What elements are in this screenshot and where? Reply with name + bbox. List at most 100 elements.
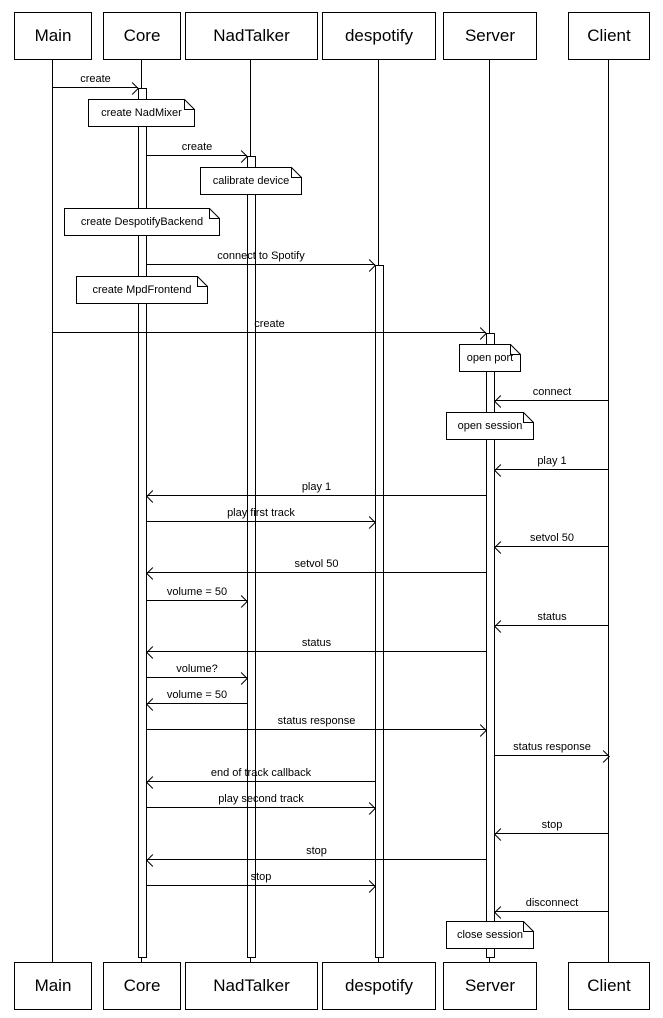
note-shape-icon <box>446 921 534 949</box>
msg-create-core-nadtalker: create <box>147 141 248 163</box>
note-text: close session <box>456 929 524 941</box>
note-create-nadmixer: create NadMixer <box>88 99 195 127</box>
msg-create-main-core: create <box>53 73 139 95</box>
note-shape-icon <box>200 167 302 195</box>
note-close-session: close session <box>446 921 534 949</box>
participant-label: Core <box>123 26 161 45</box>
msg-volume50-nadtalker-core: volume = 50 <box>146 689 247 711</box>
message-line <box>494 827 609 841</box>
note-shape-icon <box>446 412 534 440</box>
message-line <box>494 905 609 919</box>
message-label: volume? <box>176 663 218 675</box>
activation-server <box>486 333 495 958</box>
message-line <box>147 879 376 893</box>
note-shape-icon <box>88 99 195 127</box>
participant-box-nadtalker-bottom: NadTalker <box>185 962 318 1010</box>
participant-label: NadTalker <box>213 26 290 45</box>
note-text: calibrate device <box>212 175 290 187</box>
note-text: open port <box>466 352 514 364</box>
message-line <box>494 540 609 554</box>
message-label: end of track callback <box>210 767 312 779</box>
message-line <box>147 801 376 815</box>
msg-setvol50-server-core: setvol 50 <box>146 558 486 580</box>
participant-label: despotify <box>344 26 414 45</box>
msg-disconnect-client-server: disconnect <box>494 897 609 919</box>
message-label: status response <box>513 741 591 753</box>
message-line <box>146 566 486 580</box>
activation-despotify <box>375 265 384 958</box>
message-label: status response <box>277 715 356 727</box>
msg-stop-server-core: stop <box>146 845 486 867</box>
msg-connect-client-server: connect <box>494 386 609 408</box>
message-label: connect to Spotify <box>217 250 305 262</box>
msg-status-client-server: status <box>494 611 609 633</box>
note-create-mpdfrontend: create MpdFrontend <box>76 276 208 304</box>
message-line <box>146 853 486 867</box>
message-line <box>146 697 247 711</box>
note-text: create MpdFrontend <box>92 284 192 296</box>
msg-volume50-core-nadtalker: volume = 50 <box>147 586 248 608</box>
note-text: create NadMixer <box>101 107 182 119</box>
participant-box-client-top: Client <box>568 12 650 60</box>
msg-play-second-track: play second track <box>147 793 376 815</box>
msg-setvol50-client-server: setvol 50 <box>494 532 609 554</box>
participant-label: Client <box>587 26 631 45</box>
participant-label: Server <box>464 976 516 995</box>
message-line <box>53 81 139 95</box>
participant-label: NadTalker <box>213 976 290 995</box>
participant-label: Server <box>464 26 516 45</box>
msg-end-of-track-callback: end of track callback <box>146 767 375 789</box>
message-label: stop <box>306 845 327 857</box>
message-label: play 1 <box>301 481 332 493</box>
message-label: create <box>80 73 111 85</box>
participant-box-server-top: Server <box>443 12 537 60</box>
message-label: volume = 50 <box>166 689 228 701</box>
participant-box-nadtalker-top: NadTalker <box>185 12 318 60</box>
participant-box-core-top: Core <box>103 12 181 60</box>
note-open-port: open port <box>459 344 521 372</box>
message-label: connect <box>532 386 572 398</box>
message-line <box>147 594 248 608</box>
note-shape-icon <box>459 344 521 372</box>
message-line <box>147 149 248 163</box>
participant-box-main-top: Main <box>14 12 92 60</box>
message-line <box>495 749 610 763</box>
participant-box-despotify-top: despotify <box>322 12 436 60</box>
message-label: volume = 50 <box>166 586 228 598</box>
msg-create-main-server: create <box>53 318 487 340</box>
message-label: create <box>254 318 285 330</box>
message-line <box>53 326 487 340</box>
activation-core <box>138 88 147 958</box>
note-shape-icon <box>64 208 220 236</box>
msg-status-response-core-server: status response <box>147 715 487 737</box>
message-label: status <box>301 637 332 649</box>
message-label: setvol 50 <box>294 558 339 570</box>
message-line <box>147 671 248 685</box>
message-line <box>494 394 609 408</box>
participant-box-despotify-bottom: despotify <box>322 962 436 1010</box>
msg-stop-core-despotify: stop <box>147 871 376 893</box>
message-line <box>147 515 376 529</box>
participant-label: Client <box>587 976 631 995</box>
message-label: setvol 50 <box>529 532 575 544</box>
message-line <box>146 775 375 789</box>
activation-nadtalker <box>247 156 256 958</box>
message-line <box>146 645 486 659</box>
message-label: disconnect <box>525 897 579 909</box>
message-label: status <box>537 611 567 623</box>
participant-box-core-bottom: Core <box>103 962 181 1010</box>
msg-play1-server-core: play 1 <box>146 481 486 503</box>
message-label: play second track <box>218 793 304 805</box>
note-calibrate-device: calibrate device <box>200 167 302 195</box>
participant-label: Main <box>34 26 72 45</box>
message-label: stop <box>250 871 272 883</box>
message-label: create <box>181 141 213 153</box>
msg-play1-client-server: play 1 <box>494 455 609 477</box>
participant-box-client-bottom: Client <box>568 962 650 1010</box>
note-open-session: open session <box>446 412 534 440</box>
message-line <box>146 489 486 503</box>
message-line <box>147 723 487 737</box>
note-shape-icon <box>76 276 208 304</box>
message-label: play first track <box>227 507 295 519</box>
